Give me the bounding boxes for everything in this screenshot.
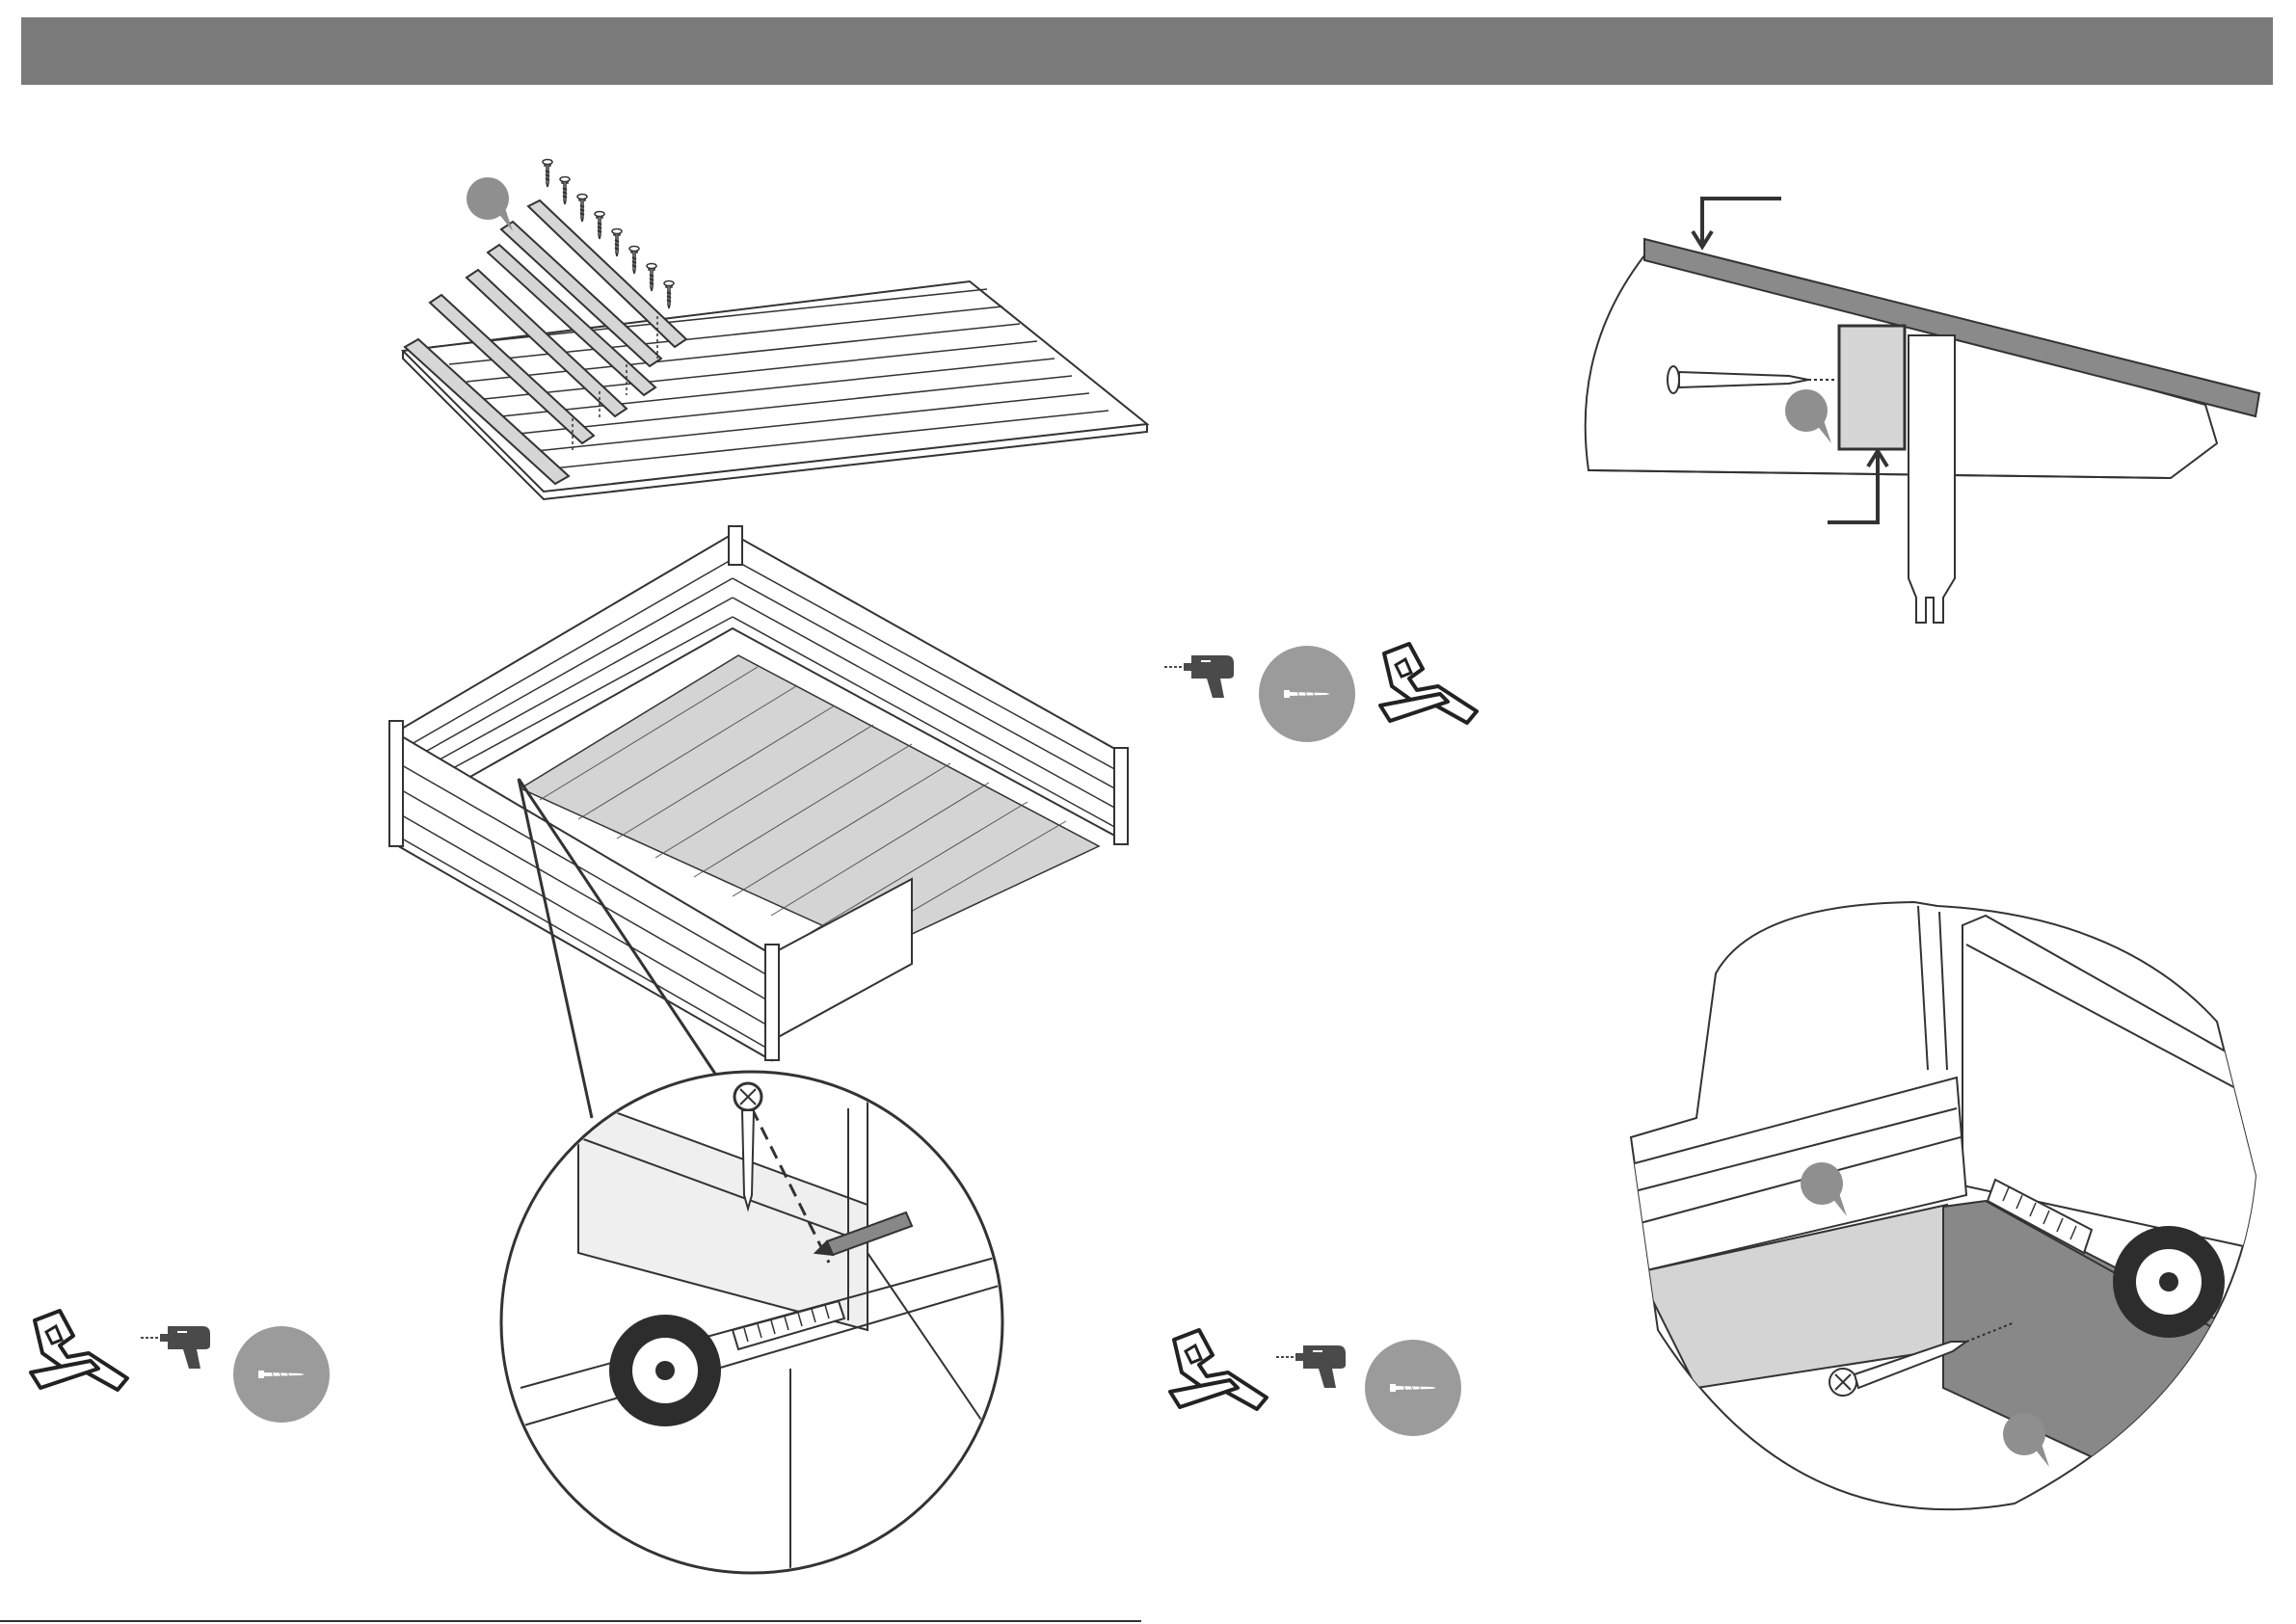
cabin-walls-floor <box>389 526 1128 1118</box>
tools-middle-lower <box>1170 1330 1461 1436</box>
tape-measure-icon <box>2113 1226 2225 1338</box>
callout-balloon-icon <box>467 177 513 231</box>
screw-badge-icon <box>1259 646 1355 742</box>
floor-trim-detail <box>1631 902 2275 1542</box>
tools-left <box>31 1311 330 1423</box>
drill-icon <box>1164 655 1234 698</box>
tools-middle <box>1164 644 1477 742</box>
roof-boards-exploded <box>403 160 1147 500</box>
drill-icon <box>141 1326 210 1369</box>
screw-badge-icon <box>1365 1340 1461 1436</box>
saw-icon <box>1170 1330 1267 1409</box>
drill-icon <box>1276 1345 1346 1388</box>
tape-measure-icon <box>609 1315 721 1426</box>
board-measure-detail <box>501 1072 1012 1581</box>
roof-bracket-detail <box>1586 199 2259 623</box>
screw-badge-icon <box>233 1326 330 1423</box>
saw-icon <box>1380 644 1477 723</box>
saw-icon <box>31 1311 127 1390</box>
